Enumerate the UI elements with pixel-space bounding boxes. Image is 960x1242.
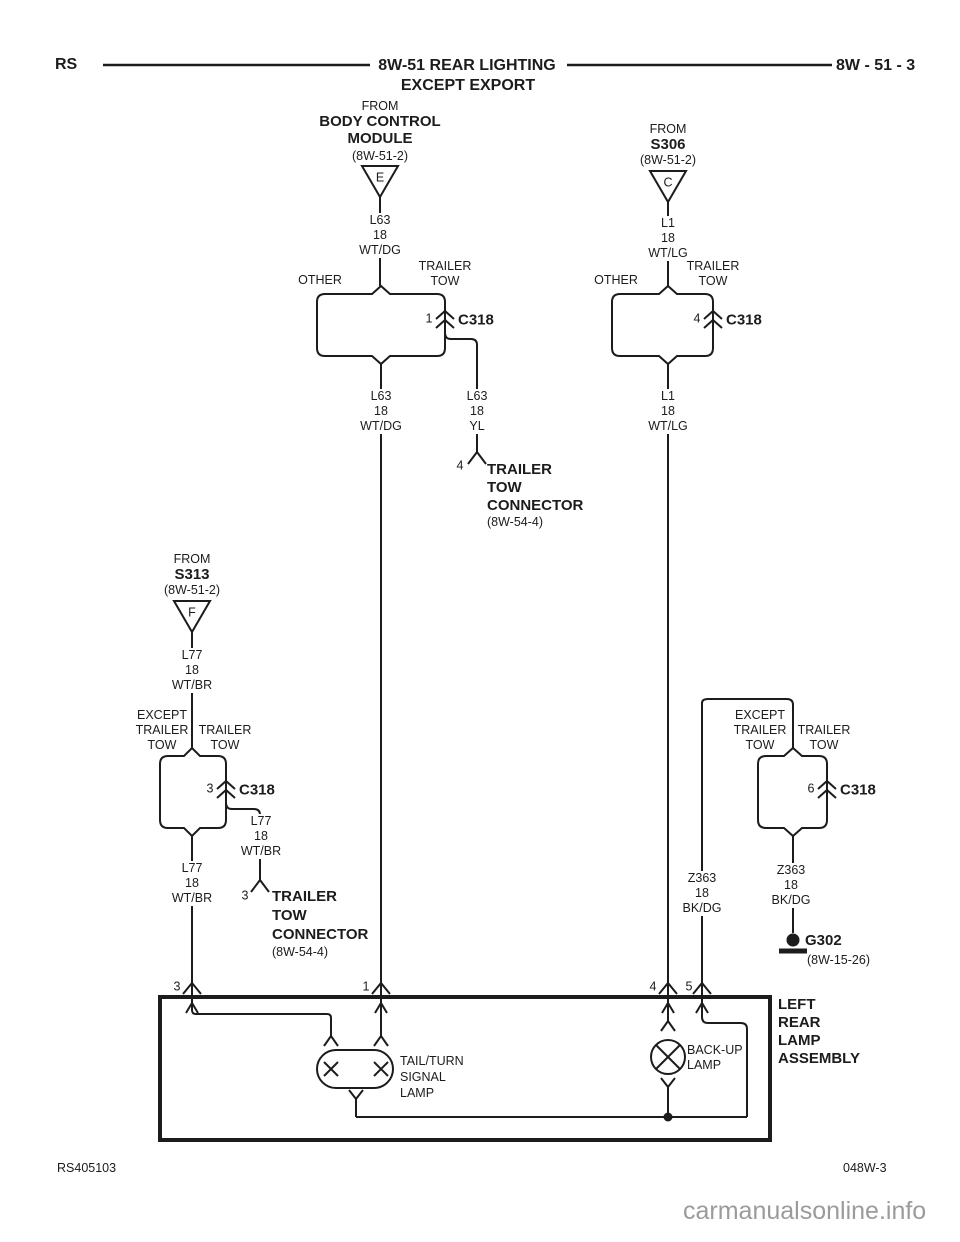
lamp-assembly-name: LEFT REAR LAMP ASSEMBLY [778,996,860,1067]
branch-label-trailer-tow-bcm: TRAILER TOW [418,259,472,288]
wire-label-l1-main: L1 18 WT/LG [645,389,691,434]
c318-inline-connector-s313 [216,779,236,799]
c318-inline-connector-ground [817,779,837,799]
c318-pin-s306: 4 [693,311,701,326]
junction-dot [663,1112,673,1122]
branch-label-except-trailer-tow-ground: EXCEPT TRAILER TOW [733,708,787,752]
c318-inline-connector-s306 [703,309,723,329]
wire-label-l77-top: L77 18 WT/BR [168,648,216,693]
page-title: 8W-51 REAR LIGHTING [378,57,556,74]
wire-label-l63-main: L63 18 WT/DG [357,389,405,434]
ground-symbol-g302 [779,933,807,954]
footer-code: RS405103 [57,1161,117,1175]
wire-label-l77-branch: L77 18 WT/BR [237,814,285,859]
c318-inline-connector-bcm [435,309,455,329]
wire-z363-ground-path [701,698,828,997]
page-code: RS [55,56,78,73]
c318-name-bcm: C318 [458,311,494,329]
ttc-top-ref: (8W-54-4) [487,515,544,529]
bcm-name-label: BODY CONTROL MODULE [319,113,441,147]
wire-label-z363-ground: Z363 18 BK/DG [768,863,814,908]
lamp-assembly-box [158,995,772,1142]
footer-sheet: 048W-3 [843,1161,887,1175]
tail-turn-lamp-circuit [191,997,389,1047]
c318-name-ground: C318 [840,781,876,799]
backup-lamp-label: BACK-UP LAMP [687,1043,743,1072]
s306-ref-label: (8W-51-2) [639,153,697,167]
ground-bus-wire [356,997,748,1122]
wire-label-l1-top: L1 18 WT/LG [645,216,691,261]
ttc-top-name: TRAILER TOW CONNECTOR [487,461,584,514]
s306-from-label: FROM [649,122,687,136]
s313-ref-label: (8W-51-2) [163,583,221,597]
page-subtitle: EXCEPT EXPORT [400,77,536,94]
terminal-letter-f: F [188,605,196,620]
wire-l63-feed [316,197,446,1003]
branch-label-trailer-tow-ground: TRAILER TOW [797,723,851,752]
wire-l77-branch [225,802,270,893]
tail-turn-lamp-label: TAIL/TURN SIGNAL LAMP [400,1054,464,1100]
backup-lamp-circuit [660,997,676,1032]
page-number: 8W - 51 - 3 [836,57,916,74]
wire-label-l63-yl: L63 18 YL [463,389,491,434]
c318-name-s313: C318 [239,781,275,799]
c318-name-s306: C318 [726,311,762,329]
branch-label-other-s306: OTHER [594,273,638,287]
s306-name-label: S306 [650,136,686,153]
triangle-connector-c [648,170,688,204]
terminal-letter-c: C [663,175,673,190]
ttc-left-pin: 3 [241,888,249,903]
box-pin-4: 4 [649,979,657,994]
watermark: carmanualsonline.info [683,1197,927,1225]
wire-label-l77-main: L77 18 WT/BR [168,861,216,906]
wire-label-z363-pin5: Z363 18 BK/DG [679,871,725,916]
c318-pin-ground: 6 [807,781,815,796]
c318-pin-s313: 3 [206,781,214,796]
bcm-from-label: FROM [361,99,399,113]
bcm-ref-label: (8W-51-2) [351,149,409,163]
box-pin-5: 5 [685,979,693,994]
branch-label-other-bcm: OTHER [298,273,342,287]
s313-from-label: FROM [173,552,211,566]
ttc-left-name: TRAILER TOW CONNECTOR [272,888,369,943]
g302-ref: (8W-15-26) [807,953,870,967]
branch-label-trailer-tow-s313: TRAILER TOW [198,723,252,752]
wire-l63-yl-branch [444,332,487,465]
box-pin-3: 3 [173,979,181,994]
branch-label-trailer-tow-s306: TRAILER TOW [686,259,740,288]
terminal-letter-e: E [375,170,385,185]
branch-label-except-trailer-tow-s313: EXCEPT TRAILER TOW [135,708,189,752]
triangle-connector-f [172,600,212,634]
box-pin-1: 1 [362,979,370,994]
s313-name-label: S313 [174,566,210,583]
tail-turn-lamp-symbol [316,1049,394,1117]
triangle-connector-e [360,165,400,199]
g302-name: G302 [805,932,842,949]
wire-label-l63-top: L63 18 WT/DG [356,213,404,258]
ttc-top-pin: 4 [456,458,464,473]
c318-pin-bcm: 1 [425,311,433,326]
backup-lamp-symbol [650,1039,686,1117]
ttc-left-ref: (8W-54-4) [272,945,329,959]
